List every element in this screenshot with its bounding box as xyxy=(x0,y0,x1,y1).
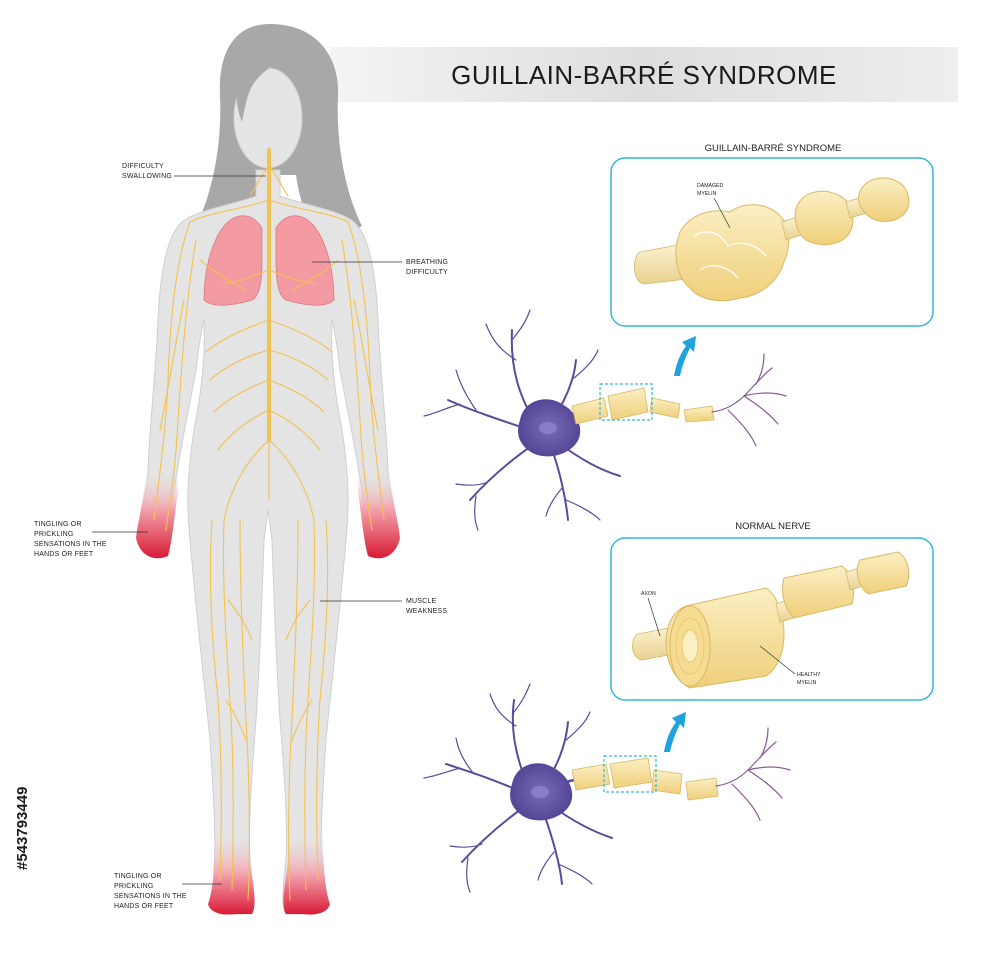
damaged-neuron-nucleus xyxy=(539,422,557,434)
label-swallowing-line2: SWALLOWING xyxy=(122,173,172,180)
normal-neuron-segment-1 xyxy=(571,763,611,791)
damaged-myelin-segment-3 xyxy=(858,177,910,222)
normal-panel-title: NORMAL NERVE xyxy=(735,521,811,532)
damaged-neuron-segment-3 xyxy=(649,397,681,419)
damaged-panel: GUILLAIN-BARRÉ SYNDROME DAMAGED MYELIN xyxy=(610,143,934,327)
normal-neuron-segment-4 xyxy=(685,777,719,801)
label-feet-line4: HANDS OR FEET xyxy=(114,903,174,910)
damaged-neuron xyxy=(423,309,787,531)
label-muscle: MUSCLE WEAKNESS xyxy=(320,598,447,615)
damaged-panel-title: GUILLAIN-BARRÉ SYNDROME xyxy=(705,143,842,154)
label-hands-line3: SENSATIONS IN THE xyxy=(34,541,107,548)
nerve-network xyxy=(153,165,385,901)
normal-neuron xyxy=(423,683,791,893)
label-muscle-line2: WEAKNESS xyxy=(406,608,447,615)
damaged-neuron-segment-2 xyxy=(607,387,649,421)
damaged-myelin-leader xyxy=(713,197,731,229)
healthy-myelin-ring-2 xyxy=(681,629,699,663)
label-feet-line3: SENSATIONS IN THE xyxy=(114,893,187,900)
hair-front xyxy=(236,50,300,122)
healthy-myelin-leader xyxy=(759,645,796,675)
normal-neuron-nucleus xyxy=(531,786,549,798)
axon-label: AXON xyxy=(641,591,656,597)
damaged-myelin-label-line2: MYELIN xyxy=(697,191,717,197)
left-foot-symptom xyxy=(208,832,255,915)
normal-neuron-segment-3 xyxy=(651,769,683,795)
right-foot-symptom xyxy=(283,832,330,915)
axon-leader xyxy=(647,597,661,637)
label-feet: TINGLING OR PRICKLING SENSATIONS IN THE … xyxy=(114,873,222,910)
label-muscle-line1: MUSCLE xyxy=(406,598,437,605)
damaged-neuron-terminals xyxy=(711,353,787,447)
normal-neuron-terminals xyxy=(715,727,791,821)
hair-side xyxy=(300,80,315,176)
label-breathing-line1: BREATHING xyxy=(406,259,448,266)
right-lung xyxy=(275,215,335,306)
label-breathing: BREATHING DIFFICULTY xyxy=(312,259,448,276)
label-swallowing: DIFFICULTY SWALLOWING xyxy=(122,163,266,180)
healthy-myelin-label-line1: HEALTHY xyxy=(797,672,821,678)
damaged-neuron-segment-4 xyxy=(683,405,715,423)
normal-panel: NORMAL NERVE AXON HEALTHY MYELIN xyxy=(610,521,934,701)
title-banner-background xyxy=(330,47,958,102)
damaged-neuron-highlight-box xyxy=(599,383,653,421)
damaged-myelin-crack-2 xyxy=(699,265,739,279)
healthy-myelin-ring-1 xyxy=(675,617,705,675)
damaged-myelin-segment-2 xyxy=(794,190,854,246)
stock-id: #543793449 xyxy=(14,787,31,870)
damaged-neuron-segment-1 xyxy=(571,397,609,425)
normal-arrow xyxy=(664,712,686,752)
label-feet-line2: PRICKLING xyxy=(114,883,154,890)
label-hands-line4: HANDS OR FEET xyxy=(34,551,94,558)
damaged-myelin-label-line1: DAMAGED xyxy=(697,183,723,189)
label-hands: TINGLING OR PRICKLING SENSATIONS IN THE … xyxy=(34,521,148,558)
right-hand-symptom xyxy=(358,470,400,559)
left-hand-symptom xyxy=(136,470,178,559)
page-title: GUILLAIN-BARRÉ SYNDROME xyxy=(451,60,837,90)
damaged-myelin-crack-1 xyxy=(693,231,767,257)
label-feet-line1: TINGLING OR xyxy=(114,873,162,880)
damaged-myelin-sheath xyxy=(675,204,790,302)
label-swallowing-line1: DIFFICULTY xyxy=(122,163,164,170)
normal-neuron-highlight-box xyxy=(603,755,657,793)
normal-neuron-segment-2 xyxy=(609,757,653,789)
healthy-myelin-label-line2: MYELIN xyxy=(797,680,817,686)
label-breathing-line2: DIFFICULTY xyxy=(406,269,448,276)
left-lung xyxy=(203,215,263,306)
damaged-arrow xyxy=(674,336,696,376)
label-hands-line1: TINGLING OR xyxy=(34,521,82,528)
body-figure xyxy=(136,24,400,915)
title-banner: GUILLAIN-BARRÉ SYNDROME xyxy=(330,47,958,102)
normal-myelin-segment-3 xyxy=(856,551,910,595)
label-hands-line2: PRICKLING xyxy=(34,531,74,538)
